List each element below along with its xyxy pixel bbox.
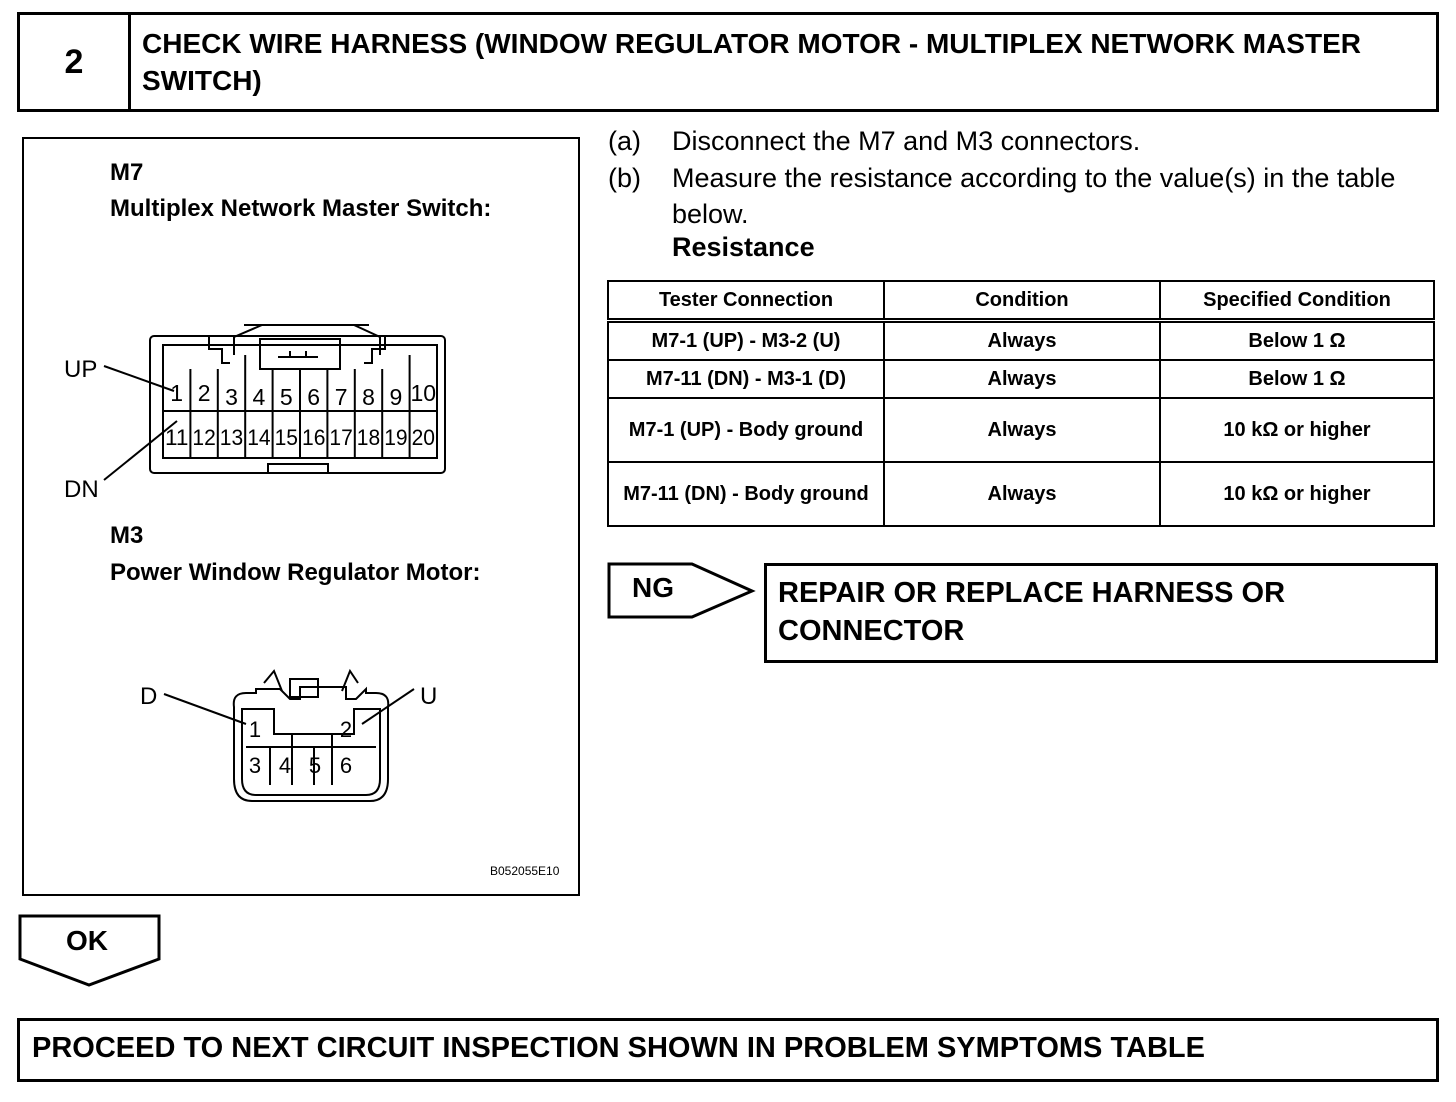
table-header-specified-condition: Specified Condition bbox=[1159, 280, 1435, 323]
u-leader-line bbox=[361, 688, 415, 725]
m7-pin-label: 7 bbox=[335, 384, 348, 410]
m7-pin-label: 9 bbox=[390, 384, 403, 410]
figure-code: B052055E10 bbox=[490, 864, 560, 878]
m7-pin-label: 17 bbox=[329, 425, 352, 450]
table-cell: 10 kΩ or higher bbox=[1159, 461, 1435, 527]
table-row: M7-1 (UP) - Body ground Always 10 kΩ or … bbox=[607, 397, 1435, 463]
m7-callout-up: UP bbox=[64, 356, 97, 383]
instruction-a-letter: (a) bbox=[608, 126, 641, 156]
instruction-b-text: Measure the resistance according to the … bbox=[672, 163, 1396, 229]
m7-pin-label: 8 bbox=[362, 384, 375, 410]
m7-pin-label: 1 bbox=[170, 380, 183, 406]
m7-pin-label: 19 bbox=[384, 425, 407, 450]
m3-pin-label: 4 bbox=[279, 753, 291, 778]
instruction-a-text: Disconnect the M7 and M3 connectors. bbox=[672, 126, 1141, 156]
m3-callout-u: U bbox=[420, 683, 437, 710]
step-number: 2 bbox=[20, 15, 131, 109]
ng-arrow bbox=[607, 562, 756, 619]
ok-label: OK bbox=[66, 925, 108, 956]
m7-pin-label: 14 bbox=[247, 425, 270, 450]
resistance-heading: Resistance bbox=[672, 232, 815, 262]
m7-pin-label: 2 bbox=[198, 380, 211, 406]
m7-pin-label: 10 bbox=[411, 380, 437, 406]
m3-connector bbox=[232, 668, 390, 802]
m7-pin-label: 12 bbox=[192, 425, 215, 450]
m7-pin-label: 11 bbox=[165, 425, 188, 450]
table-cell: 10 kΩ or higher bbox=[1159, 397, 1435, 463]
ng-result-box: REPAIR OR REPLACE HARNESS OR CONNECTOR bbox=[764, 563, 1438, 663]
m7-pin-label: 20 bbox=[412, 425, 435, 450]
ng-label: NG bbox=[632, 572, 674, 603]
table-cell: Always bbox=[883, 461, 1161, 527]
m3-pin-label: 2 bbox=[340, 717, 352, 742]
table-header-condition: Condition bbox=[883, 280, 1161, 323]
resistance-table: Tester Connection Condition Specified Co… bbox=[607, 280, 1435, 527]
dn-leader-line bbox=[103, 420, 178, 481]
table-cell: Below 1 Ω bbox=[1159, 359, 1435, 399]
table-row: M7-11 (DN) - Body ground Always 10 kΩ or… bbox=[607, 461, 1435, 527]
m7-connector bbox=[149, 324, 446, 474]
m3-callout-d: D bbox=[140, 683, 157, 710]
table-cell: M7-11 (DN) - Body ground bbox=[607, 461, 885, 527]
m3-pin-label: 1 bbox=[249, 717, 261, 742]
instruction-b-letter: (b) bbox=[608, 163, 641, 193]
m7-label: M7 bbox=[110, 159, 144, 186]
table-cell: Always bbox=[883, 319, 1161, 361]
step-title: CHECK WIRE HARNESS (WINDOW REGULATOR MOT… bbox=[142, 28, 1361, 96]
m7-pin-label: 13 bbox=[220, 425, 243, 450]
m7-name: Multiplex Network Master Switch: bbox=[110, 195, 492, 222]
m7-pin-label: 3 bbox=[225, 384, 238, 410]
ng-result-text: REPAIR OR REPLACE HARNESS OR CONNECTOR bbox=[778, 577, 1286, 647]
table-header-row: Tester Connection Condition Specified Co… bbox=[607, 280, 1435, 323]
m7-callout-dn: DN bbox=[64, 476, 99, 503]
m7-pin-label: 4 bbox=[253, 384, 266, 410]
table-cell: Below 1 Ω bbox=[1159, 319, 1435, 361]
table-cell: M7-11 (DN) - M3-1 (D) bbox=[607, 359, 885, 399]
m3-name: Power Window Regulator Motor: bbox=[110, 559, 481, 586]
table-cell: M7-1 (UP) - Body ground bbox=[607, 397, 885, 463]
m3-pin-label: 6 bbox=[340, 753, 352, 778]
up-leader-line bbox=[103, 365, 175, 392]
table-row: M7-1 (UP) - M3-2 (U) Always Below 1 Ω bbox=[607, 319, 1435, 361]
m3-label: M3 bbox=[110, 522, 144, 549]
table-cell: M7-1 (UP) - M3-2 (U) bbox=[607, 319, 885, 361]
m3-pin-label: 3 bbox=[249, 753, 261, 778]
m7-pin-label: 16 bbox=[302, 425, 325, 450]
m7-pin-label: 5 bbox=[280, 384, 293, 410]
ok-result-text: PROCEED TO NEXT CIRCUIT INSPECTION SHOWN… bbox=[32, 1032, 1205, 1064]
table-cell: Always bbox=[883, 359, 1161, 399]
ok-arrow bbox=[18, 914, 161, 987]
m7-pin-label: 18 bbox=[357, 425, 380, 450]
step-header: 2 CHECK WIRE HARNESS (WINDOW REGULATOR M… bbox=[17, 12, 1439, 112]
m7-pin-label: 15 bbox=[275, 425, 298, 450]
table-header-tester-connection: Tester Connection bbox=[607, 280, 885, 323]
table-row: M7-11 (DN) - M3-1 (D) Always Below 1 Ω bbox=[607, 359, 1435, 399]
m7-pin-label: 6 bbox=[307, 384, 320, 410]
table-cell: Always bbox=[883, 397, 1161, 463]
d-leader-line bbox=[163, 693, 247, 725]
ok-result-box: PROCEED TO NEXT CIRCUIT INSPECTION SHOWN… bbox=[17, 1018, 1439, 1082]
